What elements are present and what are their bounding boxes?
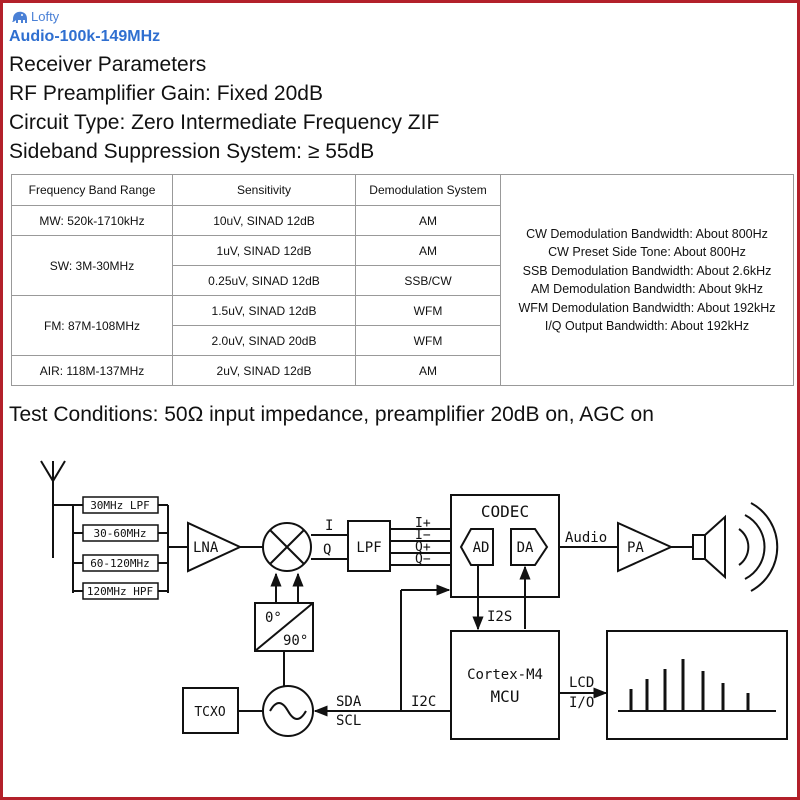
band-cell: AIR: 118M-137MHz — [11, 355, 173, 386]
brand-name: Lofty — [31, 9, 60, 24]
params-heading: Receiver Parameters — [9, 53, 207, 76]
phase-90-label: 90° — [283, 633, 308, 649]
demod-cell: AM — [355, 235, 501, 266]
phase-0-label: 0° — [265, 610, 282, 626]
demod-cell: WFM — [355, 325, 501, 356]
i-minus-label: I− — [415, 528, 431, 543]
page-subtitle: Audio-100k-149MHz — [9, 28, 161, 45]
lcd-label: LCD — [569, 675, 594, 691]
note-line: CW Preset Side Tone: About 800Hz — [548, 245, 746, 259]
sensitivity-cell: 2.0uV, SINAD 20dB — [172, 325, 356, 356]
spectrum-bars — [618, 659, 776, 712]
display-box — [606, 630, 788, 740]
sensitivity-cell: 1.5uV, SINAD 12dB — [172, 295, 356, 326]
band-cell: FM: 87M-108MHz — [11, 295, 173, 356]
audio-label: Audio — [565, 530, 607, 546]
mcu-label-line1: Cortex-M4 — [467, 667, 543, 683]
test-conditions: Test Conditions: 50Ω input impedance, pr… — [9, 403, 654, 426]
da-block — [510, 528, 549, 566]
note-line: I/Q Output Bandwidth: About 192kHz — [544, 319, 750, 333]
spec-table: Frequency Band Range Sensitivity Demodul… — [11, 174, 794, 386]
table-row: FM: 87M-108MHz 1.5uV, SINAD 12dB WFM — [11, 295, 794, 356]
sensitivity-cell: 1uV, SINAD 12dB — [172, 235, 356, 266]
table-row: SW: 3M-30MHz 1uV, SINAD 12dB AM — [11, 235, 794, 296]
table-row: AIR: 118M-137MHz 2uV, SINAD 12dB AM — [11, 355, 794, 386]
table-header: Sensitivity — [172, 174, 356, 206]
mixer-icon — [262, 522, 312, 572]
sensitivity-cell: 10uV, SINAD 12dB — [172, 205, 356, 236]
note-line: CW Demodulation Bandwidth: About 800Hz — [526, 226, 768, 241]
demod-cell: AM — [355, 205, 501, 236]
ad-label: AD — [473, 540, 490, 556]
pa-amplifier — [617, 521, 674, 573]
sensitivity-cell: 2uV, SINAD 12dB — [172, 355, 356, 386]
filter-label: 120MHz HPF — [87, 585, 153, 598]
receiver-parameters: Receiver Parameters RF Preamplifier Gain… — [9, 50, 439, 166]
mixer-i-label: I — [325, 518, 333, 534]
demod-cell: AM — [355, 355, 501, 386]
antenna-icon — [40, 460, 66, 558]
table-header: Demodulation System — [355, 174, 501, 206]
table-row: MW: 520k-1710kHz 10uV, SINAD 12dB AM — [11, 205, 794, 236]
io-label: I/O — [569, 695, 594, 711]
bandwidth-notes: CW Demodulation Bandwidth: About 800Hz C… — [500, 174, 794, 386]
note-line: SSB Demodulation Bandwidth: About 2.6kHz — [522, 263, 772, 278]
speaker-icon — [692, 502, 779, 592]
filter-label: 30-60MHz — [94, 527, 147, 540]
demod-cell: SSB/CW — [355, 265, 501, 296]
ad-block — [459, 528, 494, 566]
note-line: WFM Demodulation Bandwidth: About 192kHz — [518, 300, 776, 315]
pa-label: PA — [627, 540, 644, 556]
sda-label: SDA — [336, 694, 362, 710]
param-rf-gain: RF Preamplifier Gain: Fixed 20dB — [9, 82, 323, 105]
i-plus-label: I+ — [415, 516, 431, 531]
table-row: 0.25uV, SINAD 12dB SSB/CW — [12, 265, 794, 296]
table-header: Frequency Band Range — [11, 174, 173, 206]
mcu-box — [450, 630, 560, 740]
note-line: AM Demodulation Bandwidth: About 9kHz — [530, 282, 764, 296]
filter-label: 60-120MHz — [90, 557, 150, 570]
table-header-row: Frequency Band Range Sensitivity Demodul… — [11, 174, 794, 386]
lna-amplifier — [187, 521, 243, 573]
sensitivity-cell: 0.25uV, SINAD 12dB — [172, 265, 356, 296]
filter-label: 30MHz LPF — [90, 499, 150, 512]
band-cell: SW: 3M-30MHz — [11, 235, 173, 296]
mcu-label-line2: MCU — [491, 687, 520, 706]
filter-box — [82, 524, 159, 542]
i2s-label: I2S — [487, 609, 512, 625]
brand-logo: Lofty — [11, 9, 59, 24]
tcxo-label: TCXO — [194, 705, 225, 720]
da-label: DA — [517, 540, 534, 556]
block-diagram: 30MHz LPF 30-60MHz 60-120MHz 120MHz HPF … — [40, 460, 788, 740]
filter-box — [82, 582, 159, 600]
q-minus-label: Q− — [415, 552, 431, 567]
q-plus-label: Q+ — [415, 540, 431, 555]
lpf-label: LPF — [356, 540, 381, 556]
table-row: 2.0uV, SINAD 20dB WFM — [12, 325, 794, 356]
elephant-icon — [12, 11, 27, 23]
filter-box — [82, 554, 159, 572]
demod-cell: WFM — [355, 295, 501, 326]
param-sideband-suppression: Sideband Suppression System: ≥ 55dB — [9, 140, 375, 163]
lpf-box — [347, 520, 391, 572]
filter-box — [82, 496, 159, 514]
codec-label: CODEC — [481, 502, 529, 521]
lna-label: LNA — [193, 540, 219, 556]
scl-label: SCL — [336, 713, 361, 729]
param-circuit-type: Circuit Type: Zero Intermediate Frequenc… — [9, 111, 440, 134]
mixer-q-label: Q — [323, 542, 331, 558]
i2c-label: I2C — [411, 694, 436, 710]
band-cell: MW: 520k-1710kHz — [11, 205, 173, 236]
